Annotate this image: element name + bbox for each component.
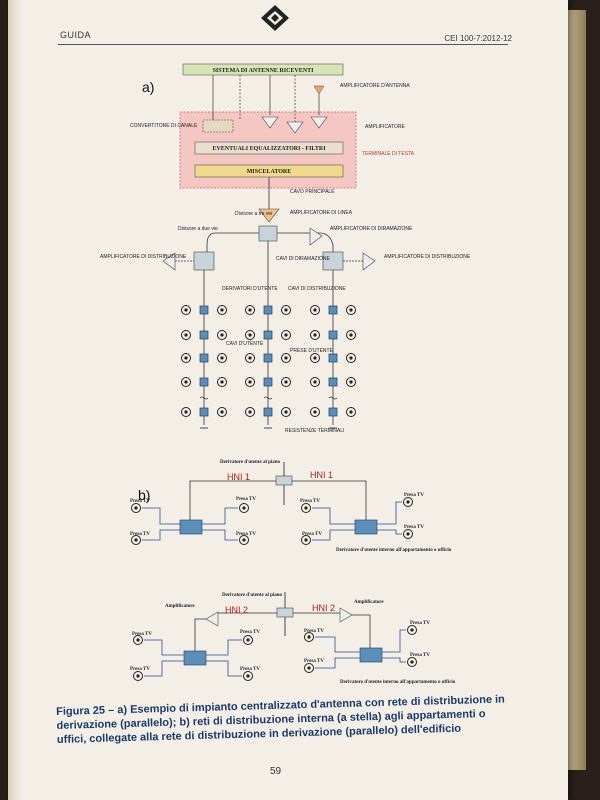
channel-converter-label: CONVERTITORE DI CANALE (130, 123, 198, 129)
book-spine (8, 0, 22, 800)
tv-outlet-b1-7: Presa TV (404, 493, 424, 498)
tv-outlet-b2-3: Presa TV (240, 630, 260, 635)
hni1-left-label: HNI 1 (227, 472, 250, 482)
three-way-divider-label: Divisore a tre vie (235, 211, 272, 217)
distribution-amp-left-label: AMPLIFICATORE DI DISTRIBUZIONE (100, 254, 187, 260)
internal-tap-1-label: Derivatore d'utente interno all'appartam… (336, 548, 452, 553)
equalizers-label: EVENTUALI EQUALIZZATORI - FILTRI (212, 146, 326, 152)
tv-outlet-b1-6: Presa TV (302, 532, 322, 537)
user-outlets-label: PRESE D'UTENTE (290, 348, 334, 354)
tv-outlet-b2-2: Presa TV (130, 667, 150, 672)
header-standard: CEI 100-7:2012-12 (444, 34, 512, 43)
antenna-system-box (182, 63, 344, 76)
header-rule (58, 44, 508, 45)
antenna-amp-label: AMPLIFICATORE D'ANTENNA (340, 83, 410, 89)
tv-outlet-b1-2: Presa TV (130, 532, 150, 537)
floor-tap-2-label: Derivatore d'utente al piano (222, 593, 283, 598)
terminal-resistors-label: RESISTENZE TERMINALI (285, 428, 344, 434)
distribution-grid (181, 305, 356, 417)
tv-outlet-b2-5: Presa TV (304, 629, 324, 634)
tv-outlet-b1-5: Presa TV (300, 499, 320, 504)
antenna-system-label: SISTEMA DI ANTENNE RICEVENTI (213, 68, 315, 74)
tv-outlet-b2-8: Presa TV (410, 653, 430, 658)
mixer-label: MISCELATORE (247, 169, 291, 175)
distribution-cables-label: CAVI DI DISTRIBUZIONE (288, 286, 346, 292)
tv-outlet-b2-4: Presa TV (240, 667, 260, 672)
internal-tap-2-label: Derivatore d'utente interno all'appartam… (340, 680, 456, 685)
header-section: GUIDA (60, 30, 92, 40)
amplifier-right-label: Amplificatore (354, 600, 384, 605)
equalizers-box (194, 141, 344, 155)
hni2-right-label: HNI 2 (312, 603, 335, 613)
user-cables-label: CAVI D'UTENTE (226, 341, 264, 347)
tv-outlet-b1-8: Presa TV (404, 525, 424, 530)
tv-outlet-b1-4: Presa TV (236, 532, 256, 537)
amplifier-left-label: Amplificatore (165, 604, 195, 609)
page-edge (568, 10, 586, 770)
tv-outlet-b1-1: Presa TV (130, 499, 150, 504)
channel-converter-box (202, 119, 234, 133)
head-terminal-label: TERMINALE DI TESTA (362, 151, 415, 157)
tv-outlet-b2-7: Presa TV (410, 621, 430, 626)
cei-logo-icon (261, 5, 289, 31)
page-number: 59 (270, 766, 282, 777)
hni1-right-label: HNI 1 (310, 470, 333, 480)
line-amp-icon (258, 208, 280, 223)
two-way-divider-label: Divisore a due vie (178, 226, 218, 232)
part-b-label: b) (138, 487, 150, 503)
tv-outlet-b1-3: Presa TV (236, 497, 256, 502)
part-a-label: a) (142, 79, 154, 95)
distribution-amp-right-label: AMPLIFICATORE DI DISTRIBUZIONE (384, 254, 471, 260)
branch-amp-label: AMPLIFICATORE DI DIRAMAZIONE (330, 226, 413, 232)
hni2-left-label: HNI 2 (225, 605, 248, 615)
antenna-amp-icon (313, 85, 325, 95)
branch-cables-label: CAVI DI DIRAMAZIONE (276, 256, 330, 262)
line-amp-label: AMPLIFICATORE DI LINEA (290, 210, 353, 216)
amplifier-label: AMPLIFICATORE (365, 124, 405, 130)
user-taps-label: DERIVATORI D'UTENTE (222, 286, 278, 292)
floor-tap-1-label: Derivatore d'utente al piano (220, 460, 281, 465)
tv-outlet-b2-1: Presa TV (132, 632, 152, 637)
main-cable-label: CAVO PRINCIPALE (290, 189, 335, 195)
tv-outlet-b2-6: Presa TV (304, 659, 324, 664)
